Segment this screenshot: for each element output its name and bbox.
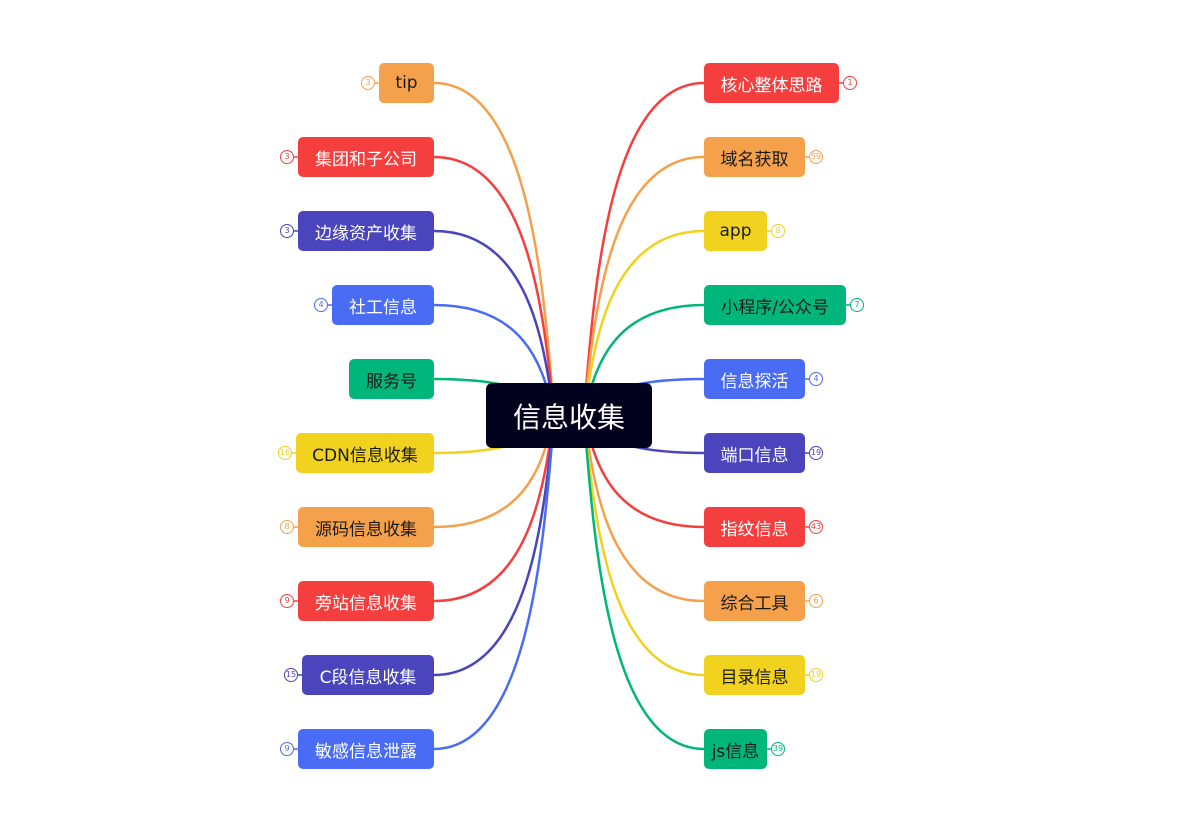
connector-line [433,441,554,751]
root-node[interactable]: 信息收集 [486,383,652,448]
child-count-badge[interactable]: 15 [284,668,298,682]
right-node[interactable]: 域名获取 [704,137,805,177]
connector-line [584,429,705,603]
left-node[interactable]: 社工信息 [332,285,434,325]
connector-line [433,429,554,603]
connector-line [433,229,554,401]
child-count-badge[interactable]: 19 [809,668,823,682]
child-count-badge[interactable]: 9 [280,742,294,756]
left-node[interactable]: tip [379,63,434,103]
left-node[interactable]: 敏感信息泄露 [298,729,434,769]
connector-line [433,81,554,389]
right-node[interactable]: js信息 [704,729,767,769]
connector-line [584,435,705,677]
left-node[interactable]: 服务号 [349,359,434,399]
child-count-badge[interactable]: 1 [843,76,857,90]
left-node[interactable]: 边缘资产收集 [298,211,434,251]
child-count-badge[interactable]: 9 [280,594,294,608]
right-node[interactable]: 小程序/公众号 [704,285,846,325]
connector-line [584,441,705,751]
right-node[interactable]: 目录信息 [704,655,805,695]
child-count-badge[interactable]: 8 [280,520,294,534]
connector-line [584,81,705,389]
connector-line [584,155,705,395]
right-node[interactable]: 信息探活 [704,359,805,399]
left-node[interactable]: CDN信息收集 [296,433,434,473]
right-node[interactable]: 端口信息 [704,433,805,473]
connector-line [584,229,705,401]
right-node[interactable]: app [704,211,767,251]
child-count-badge[interactable]: 6 [809,594,823,608]
child-count-badge[interactable]: 3 [361,76,375,90]
child-count-badge[interactable]: 4 [314,298,328,312]
connector-line [433,155,554,395]
child-count-badge[interactable]: 19 [809,446,823,460]
child-count-badge[interactable]: 16 [278,446,292,460]
child-count-badge[interactable]: 3 [280,224,294,238]
child-count-badge[interactable]: 43 [809,520,823,534]
child-count-badge[interactable]: 3 [280,150,294,164]
child-count-badge[interactable]: 7 [850,298,864,312]
child-count-badge[interactable]: 4 [809,372,823,386]
left-node[interactable]: 集团和子公司 [298,137,434,177]
right-node[interactable]: 综合工具 [704,581,805,621]
connector-line [433,435,554,677]
child-count-badge[interactable]: 59 [809,150,823,164]
left-node[interactable]: C段信息收集 [302,655,434,695]
child-count-badge[interactable]: 8 [771,224,785,238]
left-node[interactable]: 旁站信息收集 [298,581,434,621]
right-node[interactable]: 指纹信息 [704,507,805,547]
left-node[interactable]: 源码信息收集 [298,507,434,547]
child-count-badge[interactable]: 39 [771,742,785,756]
right-node[interactable]: 核心整体思路 [704,63,839,103]
